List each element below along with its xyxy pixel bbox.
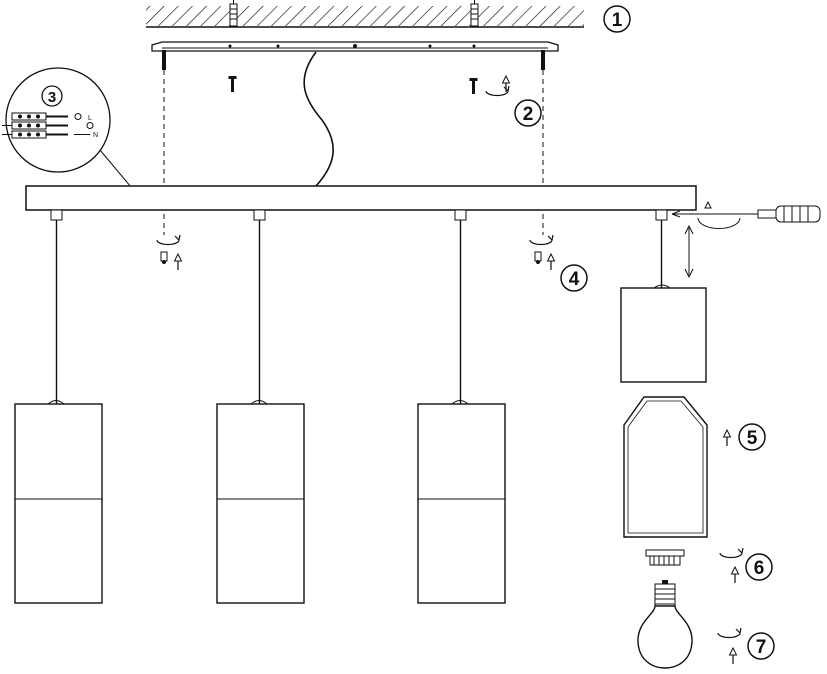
nut-icon bbox=[534, 251, 542, 264]
cable-socket bbox=[253, 209, 266, 221]
pendant-shade bbox=[216, 400, 305, 604]
up-arrow-icon bbox=[173, 253, 183, 271]
screw-icon bbox=[228, 76, 237, 92]
step-number: 2 bbox=[523, 104, 534, 125]
step-number: 1 bbox=[612, 10, 623, 31]
up-arrow-icon bbox=[730, 566, 740, 584]
svg-text:N: N bbox=[93, 132, 98, 139]
step-5-callout: 5 bbox=[738, 423, 766, 451]
ceiling-plate bbox=[151, 41, 559, 52]
glass-shade bbox=[623, 396, 708, 538]
up-arrow-icon bbox=[728, 647, 738, 665]
cable-socket bbox=[50, 209, 63, 221]
light-bulb-icon bbox=[637, 580, 693, 669]
step-number: 3 bbox=[48, 89, 56, 106]
step-2-callout: 2 bbox=[514, 99, 542, 127]
step-6-callout: 6 bbox=[745, 553, 773, 581]
wall-plug-icon bbox=[229, 0, 238, 27]
pendant-shade bbox=[417, 400, 506, 604]
ceiling bbox=[146, 6, 584, 28]
rotate-arrow-icon bbox=[156, 234, 181, 246]
rotate-arrow-icon bbox=[719, 547, 744, 559]
cable-socket bbox=[655, 209, 668, 221]
step-3-detail: 3 L N bbox=[2, 67, 132, 188]
up-arrow-icon bbox=[722, 429, 732, 447]
screwdriver-icon bbox=[671, 200, 821, 229]
pendant-shade bbox=[14, 400, 103, 604]
up-arrow-icon bbox=[546, 253, 556, 271]
svg-text:L: L bbox=[88, 115, 92, 122]
step-number: 5 bbox=[747, 428, 758, 449]
screw-icon bbox=[469, 78, 478, 94]
wall-plug-icon bbox=[470, 0, 479, 27]
step-1-callout: 1 bbox=[603, 5, 631, 33]
canopy-bar bbox=[25, 185, 697, 211]
cable-socket bbox=[454, 209, 467, 221]
step-4-callout: 4 bbox=[560, 264, 588, 292]
step-number: 4 bbox=[569, 269, 580, 290]
rotate-arrow-icon bbox=[717, 627, 742, 639]
lampholder-ring bbox=[645, 549, 685, 566]
nut-icon bbox=[160, 251, 168, 264]
screw-icon bbox=[541, 50, 545, 70]
wire-terminal-icon: L N bbox=[2, 112, 98, 139]
screw-icon bbox=[162, 50, 166, 70]
height-adjust-arrow bbox=[684, 224, 694, 279]
step-7-callout: 7 bbox=[747, 632, 775, 660]
power-cable bbox=[303, 51, 334, 187]
step-number: 6 bbox=[754, 558, 765, 579]
step-number: 7 bbox=[756, 637, 767, 658]
upper-shade bbox=[620, 284, 707, 383]
rotate-arrow-icon bbox=[529, 234, 554, 246]
